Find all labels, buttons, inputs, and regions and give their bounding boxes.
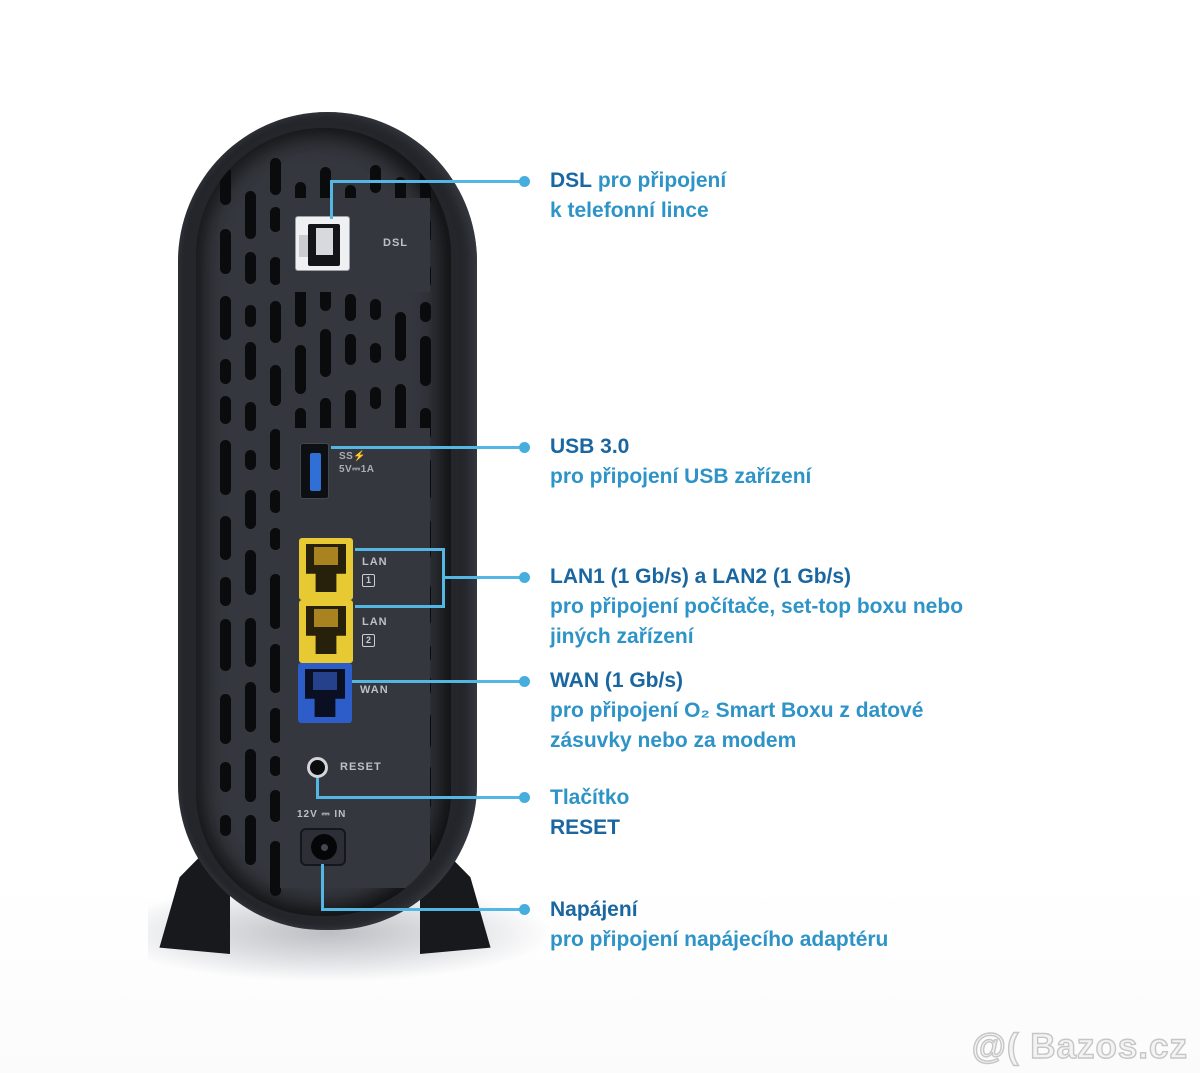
wan-port bbox=[298, 663, 352, 723]
annotation-lan-title: LAN1 (1 Gb/s) a LAN2 (1 Gb/s) bbox=[550, 565, 852, 588]
callout-usb-dot bbox=[519, 442, 530, 453]
lan1-port-label: LAN bbox=[362, 556, 388, 568]
callout-dsl-line bbox=[330, 180, 524, 183]
annotation-power-title: Napájení bbox=[550, 898, 638, 921]
usb-rating-label: 5V⎓1A bbox=[339, 464, 375, 475]
callout-power-dot bbox=[519, 904, 530, 915]
callout-reset-line bbox=[316, 796, 524, 799]
annotation-reset-title: RESET bbox=[550, 816, 621, 839]
dsl-port-label: DSL bbox=[383, 237, 408, 249]
annotation-dsl: DSL pro připojení k telefonní lince bbox=[550, 166, 726, 226]
annotation-wan-body-2: zásuvky nebo za modem bbox=[550, 729, 797, 752]
annotation-usb-body: pro připojení USB zařízení bbox=[550, 465, 812, 488]
power-input-label: 12V ⎓ IN bbox=[297, 809, 347, 820]
dsl-port-plug bbox=[316, 228, 333, 255]
callout-lan2-line bbox=[355, 605, 445, 608]
callout-dsl-dot bbox=[519, 176, 530, 187]
annotation-wan: WAN (1 Gb/s) pro připojení O₂ Smart Boxu… bbox=[550, 666, 923, 756]
annotation-dsl-title: DSL bbox=[550, 169, 592, 192]
lan2-number-badge: 2 bbox=[362, 634, 376, 647]
annotation-lan-body-2: jiných zařízení bbox=[550, 625, 694, 648]
wan-port-pins bbox=[313, 672, 337, 690]
annotation-reset-pre: Tlačítko bbox=[550, 786, 630, 809]
annotation-usb: USB 3.0 pro připojení USB zařízení bbox=[550, 432, 811, 492]
annotation-wan-body-1: pro připojení O₂ Smart Boxu z datové bbox=[550, 699, 924, 722]
annotation-dsl-title-rest: pro připojení bbox=[592, 169, 727, 192]
lan2-port-label: LAN bbox=[362, 616, 388, 628]
callout-usb-line bbox=[331, 446, 524, 449]
callout-power-line bbox=[321, 908, 524, 911]
annotation-power: Napájení pro připojení napájecího adapté… bbox=[550, 895, 888, 955]
usb-port-tongue bbox=[310, 453, 321, 491]
callout-dsl-vertical bbox=[330, 181, 333, 219]
annotation-usb-title: USB 3.0 bbox=[550, 435, 630, 458]
usb-superspeed-icon: SS⚡ bbox=[339, 451, 367, 462]
reset-button bbox=[307, 757, 328, 778]
power-jack-pin bbox=[321, 844, 328, 851]
lan1-port-pins bbox=[314, 547, 338, 565]
callout-power-vertical bbox=[321, 864, 324, 911]
annotation-dsl-title-line: DSL pro připojení bbox=[550, 166, 726, 196]
usb-marking: SS⚡ 5V⎓1A bbox=[339, 450, 375, 476]
callout-wan-dot bbox=[519, 676, 530, 687]
annotation-dsl-body: k telefonní lince bbox=[550, 199, 709, 222]
lan2-port-pins bbox=[314, 609, 338, 627]
lan1-port bbox=[299, 538, 353, 600]
lan2-port bbox=[299, 600, 353, 663]
callout-reset-dot bbox=[519, 792, 530, 803]
annotation-lan: LAN1 (1 Gb/s) a LAN2 (1 Gb/s) pro připoj… bbox=[550, 562, 963, 652]
reset-label: RESET bbox=[340, 761, 382, 773]
dsl-port bbox=[295, 216, 350, 271]
wan-port-label: WAN bbox=[360, 684, 389, 696]
callout-lan1-line bbox=[355, 548, 445, 551]
watermark: @( Bazos.cz bbox=[971, 1026, 1188, 1066]
dsl-port-latch bbox=[299, 235, 308, 257]
callout-lan-line bbox=[442, 576, 524, 579]
usb-port bbox=[300, 443, 329, 499]
annotation-power-body: pro připojení napájecího adaptéru bbox=[550, 928, 889, 951]
power-jack bbox=[300, 828, 346, 866]
callout-wan-line bbox=[352, 680, 524, 683]
callout-reset-vertical bbox=[316, 778, 319, 799]
annotation-wan-title: WAN (1 Gb/s) bbox=[550, 669, 684, 692]
lan1-number-badge: 1 bbox=[362, 574, 376, 587]
annotation-reset: Tlačítko RESET bbox=[550, 783, 629, 843]
annotation-lan-body-1: pro připojení počítače, set-top boxu neb… bbox=[550, 595, 964, 618]
callout-lan-dot bbox=[519, 572, 530, 583]
